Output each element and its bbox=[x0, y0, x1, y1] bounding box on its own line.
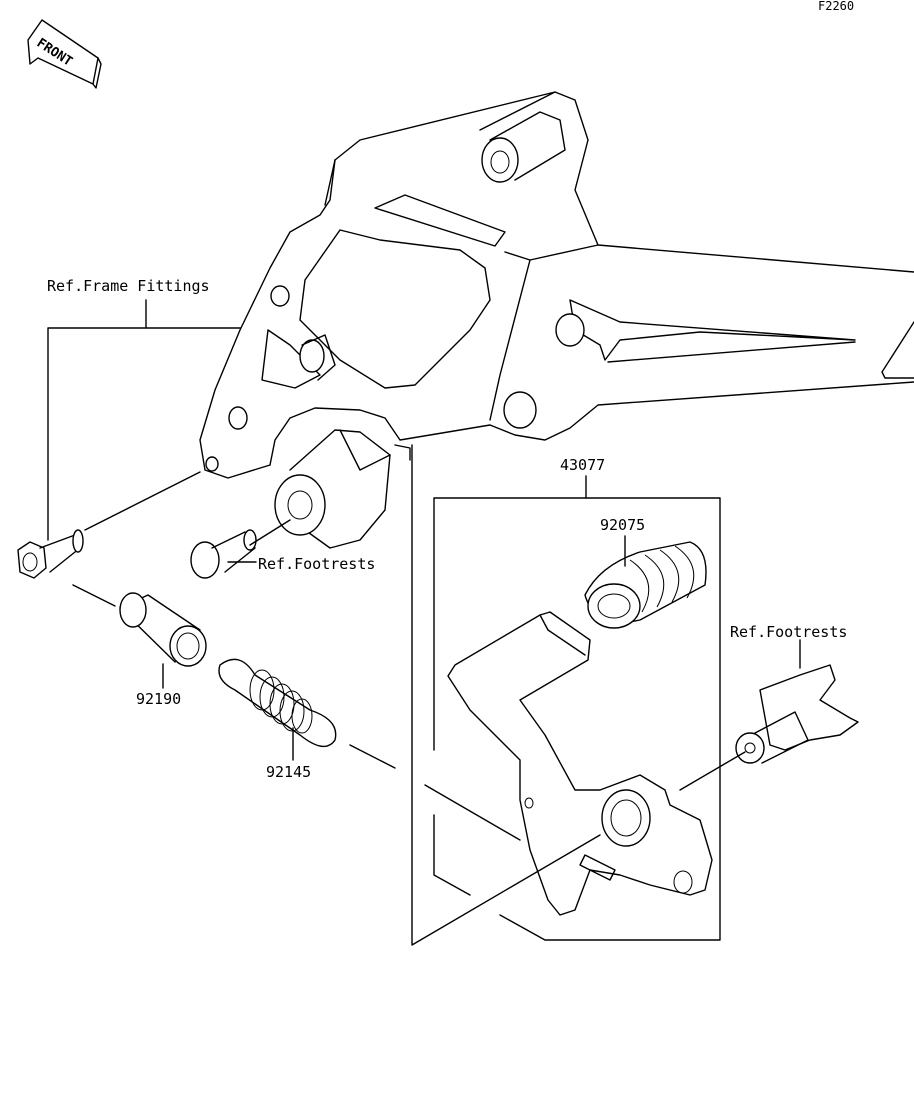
label-part-92075: 92075 bbox=[600, 516, 645, 534]
callout-lines bbox=[47, 299, 801, 946]
label-part-92145: 92145 bbox=[266, 763, 311, 781]
label-footrests-right: Ref.Footrests bbox=[730, 623, 847, 641]
shift-pedal-43077 bbox=[447, 611, 713, 916]
label-frame-fittings: Ref.Frame Fittings bbox=[47, 277, 210, 295]
spring-92145 bbox=[218, 658, 337, 748]
front-arrow-icon: FRONT bbox=[27, 19, 102, 89]
label-part-43077: 43077 bbox=[560, 456, 605, 474]
collar-92190 bbox=[119, 592, 207, 667]
label-footrests-left: Ref.Footrests bbox=[258, 555, 375, 573]
pedal-rubber-92075 bbox=[584, 541, 707, 629]
pivot-bolt bbox=[17, 529, 84, 579]
footrest-bolt bbox=[190, 529, 257, 579]
figure-code: F2260 bbox=[818, 0, 854, 13]
tie-rod-clevis bbox=[735, 664, 859, 764]
frame-bracket bbox=[199, 91, 914, 549]
label-part-92190: 92190 bbox=[136, 690, 181, 708]
